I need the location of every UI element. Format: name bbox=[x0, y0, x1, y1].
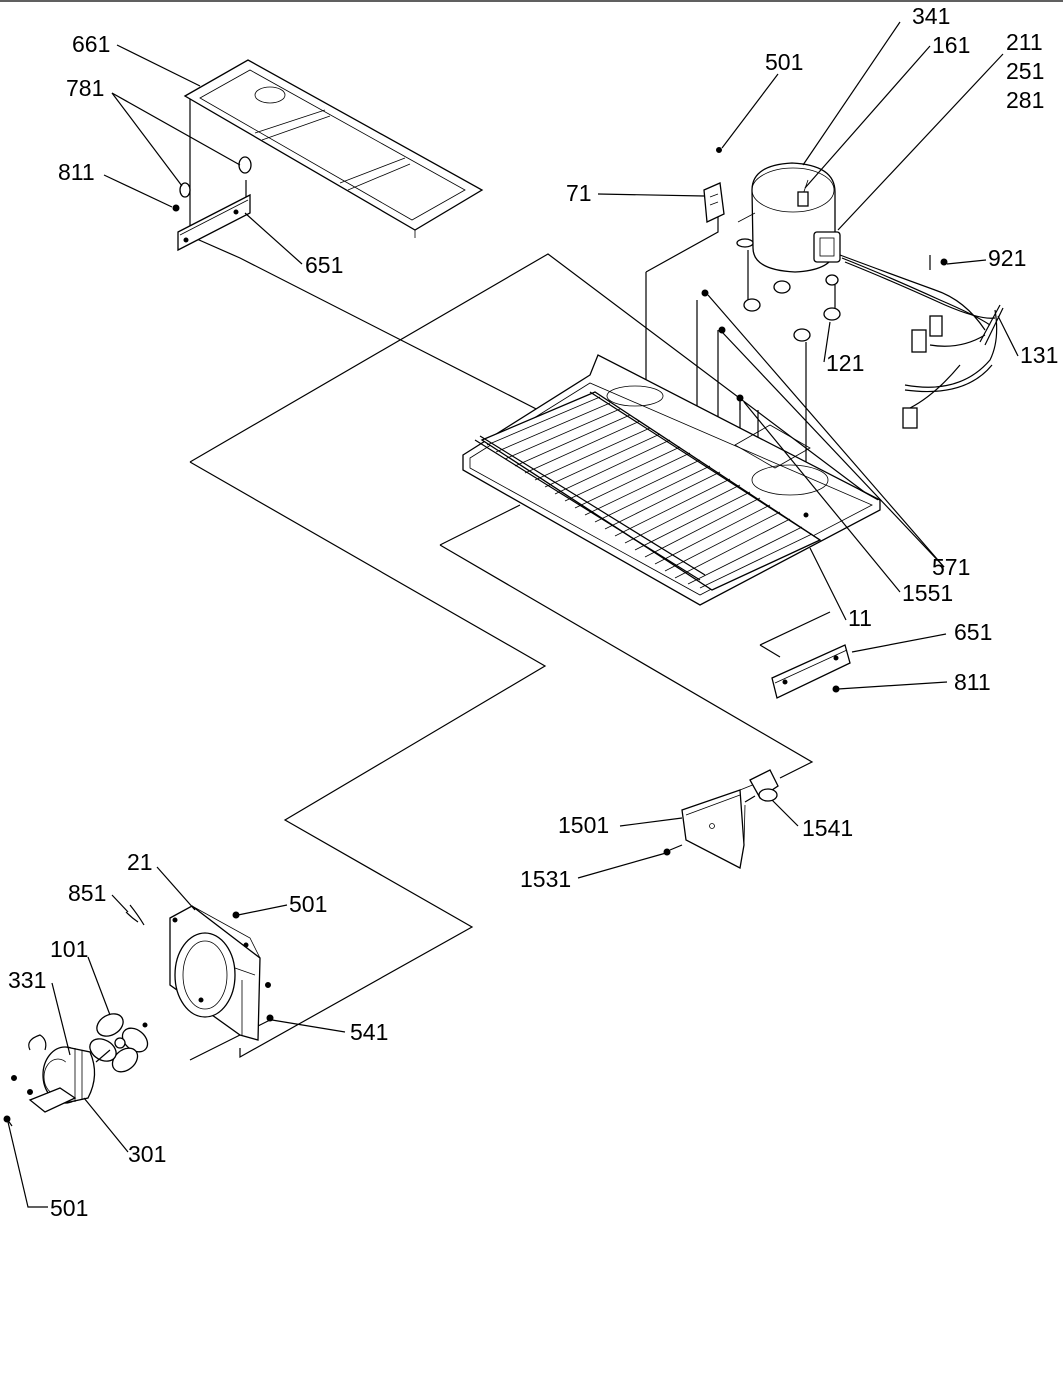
screw-1531 bbox=[663, 844, 683, 856]
callout-811-right: 811 bbox=[954, 669, 991, 695]
callout-501: 501 bbox=[765, 49, 803, 75]
callout-251: 251 bbox=[1006, 58, 1044, 84]
callout-21: 21 bbox=[127, 849, 153, 875]
callout-labels: 661 781 811 651 501 71 341 161 211 251 2… bbox=[8, 3, 1058, 1221]
callout-501-motor: 501 bbox=[50, 1195, 88, 1221]
callout-921: 921 bbox=[988, 245, 1026, 271]
spring-851 bbox=[125, 904, 145, 926]
motor-bracket-301 bbox=[11, 1075, 77, 1113]
callout-131: 131 bbox=[1020, 342, 1058, 368]
fan-shroud-21 bbox=[169, 905, 261, 1041]
callout-501-shroud: 501 bbox=[289, 891, 327, 917]
callout-811: 811 bbox=[58, 159, 95, 185]
screw-811-left bbox=[172, 204, 180, 212]
callout-121: 121 bbox=[826, 350, 864, 376]
relay-overload-211 bbox=[813, 231, 841, 263]
callout-1531: 1531 bbox=[520, 866, 571, 892]
drip-tray-661 bbox=[183, 59, 484, 238]
callout-1501: 1501 bbox=[558, 812, 609, 838]
bracket-651-right bbox=[771, 644, 851, 699]
callout-651-right: 651 bbox=[954, 619, 992, 645]
screw-541 bbox=[265, 982, 274, 1022]
callout-651: 651 bbox=[305, 252, 343, 278]
callout-781: 781 bbox=[66, 75, 104, 101]
clip-781-right bbox=[238, 156, 252, 174]
base-pan-11 bbox=[462, 354, 881, 606]
callout-1551: 1551 bbox=[902, 580, 953, 606]
leader-lines bbox=[7, 21, 1019, 1208]
callout-301: 301 bbox=[128, 1141, 166, 1167]
bracket-71 bbox=[703, 182, 725, 223]
callout-161: 161 bbox=[932, 32, 970, 58]
bracket-1501 bbox=[681, 781, 761, 869]
callout-211: 211 bbox=[1006, 29, 1043, 55]
callout-71: 71 bbox=[566, 180, 592, 206]
callout-541: 541 bbox=[350, 1019, 388, 1045]
fan-blade-101 bbox=[89, 1013, 149, 1073]
screw-501-top bbox=[716, 147, 722, 153]
callout-281: 281 bbox=[1006, 87, 1044, 113]
callout-571: 571 bbox=[932, 554, 970, 580]
part-571 bbox=[701, 289, 726, 334]
callout-331: 331 bbox=[8, 967, 46, 993]
callout-101: 101 bbox=[50, 936, 88, 962]
callout-11: 11 bbox=[848, 605, 872, 631]
screw-1551 bbox=[736, 394, 744, 410]
clip-781-left bbox=[179, 182, 191, 198]
thermostat-1541 bbox=[744, 769, 779, 803]
screw-501-motor bbox=[3, 1115, 13, 1127]
callout-851: 851 bbox=[68, 880, 106, 906]
callout-661: 661 bbox=[72, 31, 110, 57]
grommets-121 bbox=[743, 274, 841, 342]
wiring-harness-131 bbox=[839, 254, 1004, 429]
callout-1541: 1541 bbox=[802, 815, 853, 841]
bracket-651-left bbox=[177, 193, 251, 252]
screw-921 bbox=[929, 255, 948, 270]
callout-341: 341 bbox=[912, 3, 950, 29]
